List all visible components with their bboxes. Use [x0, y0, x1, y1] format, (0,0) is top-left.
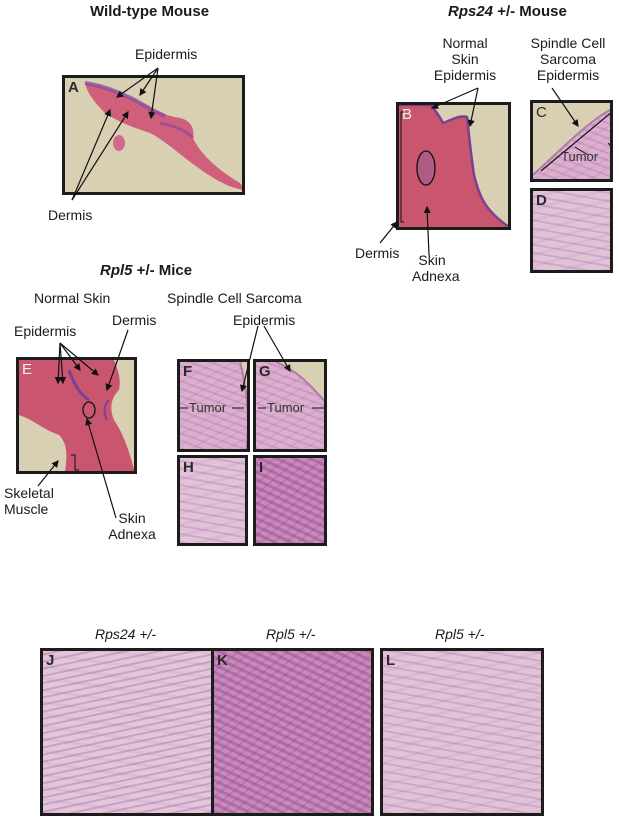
rps24-sarcoma-label: Spindle Cell Sarcoma Epidermis [520, 35, 616, 83]
rps24-gene: Rps24 [448, 3, 494, 20]
rpl5-sarcoma-epidermis-label: Epidermis [233, 312, 296, 328]
panel-g-image: G Tumor [253, 359, 327, 452]
label-line: Adnexa [412, 268, 460, 284]
panel-c-image: C Tumor [530, 100, 613, 182]
label-line: Epidermis [536, 67, 600, 83]
rpl5-title: Rpl5 +/- Mice [100, 262, 192, 279]
label-line: Spindle Cell [530, 35, 606, 51]
panel-e-image: E [16, 357, 137, 474]
panel-label-k: K [217, 652, 228, 669]
rps24-adnexa-label: Skin Adnexa [412, 252, 460, 284]
panel-label-i: I [259, 459, 264, 476]
label-line: Adnexa [108, 526, 156, 542]
rpl5-title-rest: +/- Mice [132, 262, 193, 279]
panel-label-e: E [22, 361, 33, 378]
panel-label-g: G [259, 363, 271, 380]
rpl5-skeletal-label: Skeletal Muscle [4, 485, 64, 517]
rpl5-sarcoma-label: Spindle Cell Sarcoma [167, 290, 302, 306]
panel-label-c: C [536, 104, 547, 121]
label-line: Normal [442, 35, 488, 51]
panel-label-d: D [536, 192, 547, 209]
rpl5-normal-skin-label: Normal Skin [34, 290, 111, 306]
wt-epidermis-label: Epidermis [135, 46, 198, 62]
label-line: Muscle [4, 501, 49, 517]
rpl5-gene: Rpl5 [100, 262, 133, 279]
subtitle-k: Rpl5 +/- [266, 626, 316, 642]
rpl5-skin-tissue [19, 360, 134, 471]
panel-f-image: F Tumor [177, 359, 250, 452]
panel-label-j: J [46, 652, 55, 669]
label-line: Epidermis [433, 67, 497, 83]
subtitle-l: Rpl5 +/- [435, 626, 485, 642]
panel-i-image: I [253, 455, 327, 546]
rpl5-dermis-label: Dermis [112, 312, 157, 328]
panel-label-b: B [402, 106, 413, 123]
rpl5-epidermis-label: Epidermis [14, 323, 77, 339]
panel-j-image: J [40, 648, 214, 816]
wt-dermis-label: Dermis [48, 207, 93, 223]
panel-label-h: H [183, 459, 194, 476]
tumor-label-c: Tumor [561, 149, 599, 164]
rps24-dermis-label: Dermis [355, 245, 400, 261]
label-line: Skin [451, 51, 479, 67]
label-line: Skin [118, 510, 146, 526]
rps24-skin-tissue [399, 105, 508, 227]
panel-label-f: F [183, 363, 193, 380]
panel-k-image: K [211, 648, 374, 816]
wildtype-title: Wild-type Mouse [90, 3, 210, 20]
tumor-label-f: Tumor [189, 400, 227, 415]
panel-b-image: B [396, 102, 511, 230]
rps24-title-rest: +/- Mouse [493, 3, 567, 20]
panel-l-image: L [380, 648, 544, 816]
panel-h-image: H [177, 455, 248, 546]
rps24-title: Rps24 +/- Mouse [448, 3, 567, 20]
subtitle-j: Rps24 +/- [95, 626, 157, 642]
panel-a-image: A [62, 75, 245, 195]
label-line: Skeletal [4, 485, 54, 501]
label-line: Sarcoma [539, 51, 597, 67]
panel-d-image: D [530, 188, 613, 273]
label-line: Skin [418, 252, 446, 268]
panel-label-a: A [68, 79, 79, 96]
wt-skin-tissue [84, 81, 242, 190]
tumor-label-g: Tumor [267, 400, 305, 415]
rpl5-adnexa-label: Skin Adnexa [102, 510, 162, 542]
panel-label-l: L [386, 652, 396, 669]
rps24-normal-skin-label: Normal Skin Epidermis [425, 35, 505, 83]
